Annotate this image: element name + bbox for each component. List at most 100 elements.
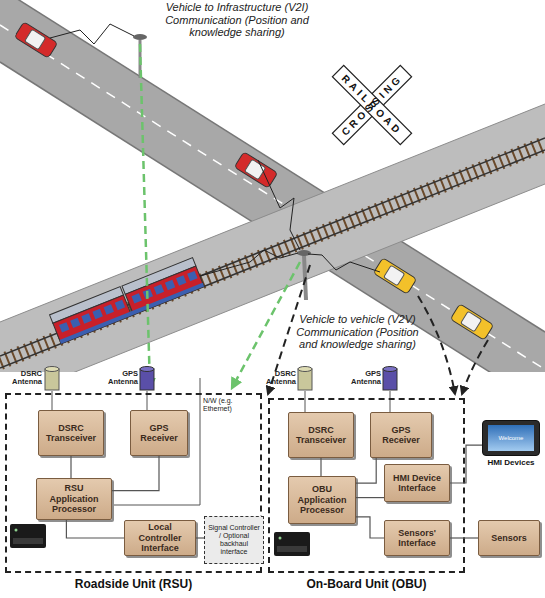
train xyxy=(154,284,164,294)
rail-track xyxy=(0,104,545,322)
component-box: Local Controller Interface xyxy=(124,520,196,556)
red-car xyxy=(14,22,57,58)
road xyxy=(0,0,545,372)
antenna-wire xyxy=(390,391,391,412)
wireless-link xyxy=(200,250,298,276)
link-caption: Vehicle to vehicle (V2V) Communication (… xyxy=(290,313,425,351)
train xyxy=(115,300,125,310)
link-caption: Vehicle to Infrastructure (V2I) Communic… xyxy=(158,1,316,39)
dsrc-antenna xyxy=(45,369,59,390)
gps-antenna xyxy=(383,367,397,372)
wireless-link xyxy=(50,24,380,276)
yellow-car xyxy=(373,258,416,294)
train xyxy=(81,313,91,323)
rail-track xyxy=(0,104,545,372)
box-text: Local Controller Interface xyxy=(127,522,193,554)
communication-arrow xyxy=(140,44,150,388)
box-text: Signal Controller / Optional backhaul in… xyxy=(207,524,261,556)
train xyxy=(50,258,204,344)
unit-device-icon xyxy=(279,537,282,540)
scene xyxy=(0,0,545,372)
box-text: OBU Application Processor xyxy=(291,484,353,516)
connector-line xyxy=(70,456,71,478)
box-text: HMI Device Interface xyxy=(387,473,447,494)
communication-arrow xyxy=(462,340,488,394)
component-box: GPS Receiver xyxy=(370,412,432,458)
train xyxy=(59,322,69,332)
unit-device-icon xyxy=(274,532,310,556)
train xyxy=(176,275,186,285)
train xyxy=(131,293,141,303)
component-box: RSU Application Processor xyxy=(36,478,112,520)
red-car xyxy=(25,29,46,49)
component-box: DSRC Transceiver xyxy=(38,410,104,456)
connector-line xyxy=(356,497,384,498)
wireless-link xyxy=(50,24,134,44)
train xyxy=(70,318,80,328)
unit-title: Roadside Unit (RSU) xyxy=(0,577,280,591)
dsrc-antenna xyxy=(298,369,312,390)
roadside-pole xyxy=(133,34,147,40)
roadside-pole xyxy=(133,34,311,300)
component-box: OBU Application Processor xyxy=(288,476,356,524)
connector-line xyxy=(112,456,159,491)
train xyxy=(104,304,114,314)
box-text: DSRC Transceiver xyxy=(41,423,101,444)
red-car xyxy=(234,152,277,188)
yellow-car xyxy=(461,311,482,331)
box-text: GPS Receiver xyxy=(133,423,185,444)
box-text: GPS Receiver xyxy=(373,425,429,446)
train xyxy=(92,309,102,319)
component-box: HMI Device Interface xyxy=(384,464,450,502)
yellow-car xyxy=(450,304,493,340)
communication-arrow xyxy=(232,262,300,388)
connector-line xyxy=(450,445,482,483)
rail-track xyxy=(0,150,545,368)
network-label: N/W (e.g. Ethernet) xyxy=(203,397,247,413)
box-text: RSU Application Processor xyxy=(39,483,109,515)
box-text: Sensors xyxy=(491,533,527,544)
rail-track xyxy=(0,144,545,362)
unit-device-icon xyxy=(15,529,18,532)
yellow-car xyxy=(450,304,493,340)
yellow-car xyxy=(373,258,416,294)
crossbuck-sign xyxy=(332,65,411,144)
connector-line xyxy=(196,537,204,538)
component-box: Sensors' Interface xyxy=(384,520,450,556)
roadside-pole xyxy=(297,250,311,256)
wireless-link xyxy=(258,160,300,250)
dsrc-antenna xyxy=(45,367,312,391)
yellow-car xyxy=(384,265,405,285)
antenna-label: GPS Antenna xyxy=(343,370,381,386)
connector-line xyxy=(356,517,384,538)
unit-device-icon xyxy=(13,538,43,544)
unit-device-icon xyxy=(277,546,307,552)
road xyxy=(0,0,545,372)
gps-antenna xyxy=(140,367,154,372)
gps-antenna xyxy=(383,369,397,390)
gps-antenna xyxy=(140,369,154,390)
screen-text: Welcome xyxy=(499,435,524,441)
train xyxy=(187,271,197,281)
rail-track xyxy=(0,104,545,372)
road xyxy=(0,62,545,372)
antenna-wire xyxy=(305,391,306,412)
connector-line xyxy=(356,458,376,483)
box-text: DSRC Transceiver xyxy=(291,425,351,446)
antenna-label: GPS Antenna xyxy=(100,370,138,386)
communication-arrow xyxy=(418,296,455,394)
train xyxy=(165,280,175,290)
unit-group: On-Board Unit (OBU)DSRC TransceiverGPS R… xyxy=(268,398,465,573)
unit-device-icon xyxy=(10,524,46,548)
device-screen: Welcome xyxy=(488,425,534,451)
connector-line xyxy=(320,458,321,476)
red-car xyxy=(234,152,277,188)
wireless-link xyxy=(308,254,380,272)
crossbuck-sign xyxy=(332,65,411,144)
component-box: Sensors xyxy=(478,520,540,556)
communication-arrow xyxy=(140,44,488,394)
dsrc-antenna xyxy=(298,367,312,372)
crossbuck-sign xyxy=(332,65,411,144)
